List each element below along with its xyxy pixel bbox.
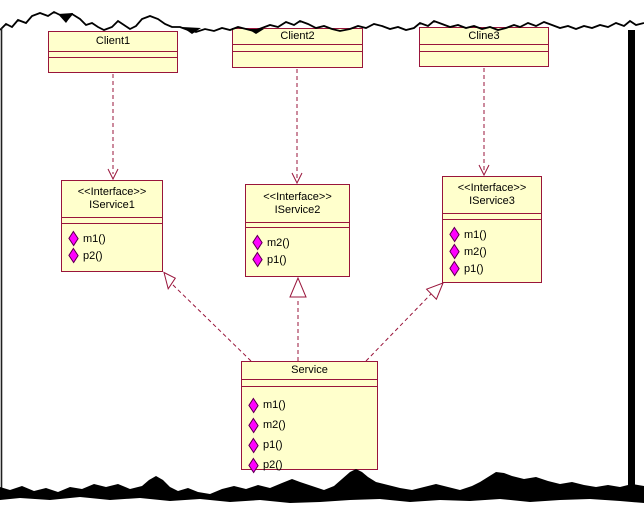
operation-icon	[449, 226, 460, 243]
torn-edge-top-spike	[182, 27, 201, 34]
operation-row: m1()	[242, 395, 377, 415]
class-name-compartment: Client2	[233, 29, 362, 45]
class-name: Cline3	[468, 29, 500, 42]
dependency-arrow-client2-iservice2	[291, 69, 303, 185]
operation-icon	[248, 397, 259, 413]
page-border-right	[628, 30, 635, 488]
class-name-compartment: Service	[242, 362, 377, 380]
operation-label: m2()	[267, 236, 290, 249]
operations-compartment: m1() m2() p1()	[443, 220, 541, 277]
attributes-compartment	[49, 52, 177, 58]
operation-label: p1()	[267, 253, 287, 266]
dependency-arrow-cline3-iservice3	[478, 68, 490, 177]
operation-row: m2()	[246, 234, 349, 251]
interface-iservice1: <<Interface>> IService1 m1() p2()	[61, 180, 163, 272]
operation-icon	[248, 457, 259, 473]
operation-label: m2()	[464, 245, 487, 258]
stereotype-label: <<Interface>>	[457, 182, 527, 194]
operations-compartment: m1() p2()	[62, 224, 162, 264]
attributes-compartment	[443, 214, 541, 220]
operation-label: p2()	[83, 249, 103, 262]
class-name-compartment: <<Interface>> IService2	[246, 185, 349, 223]
operation-icon	[68, 230, 79, 247]
realization-arrow-service-iservice3	[365, 282, 444, 362]
realization-arrow-service-iservice1	[163, 271, 252, 362]
operation-label: p1()	[464, 262, 484, 275]
operations-compartment	[420, 52, 548, 58]
operation-label: m1()	[83, 232, 106, 245]
operation-row: p1()	[246, 251, 349, 268]
operation-label: p1()	[263, 439, 283, 451]
operation-row: m1()	[62, 230, 162, 247]
operation-row: p2()	[242, 455, 377, 475]
attributes-compartment	[62, 218, 162, 224]
attributes-compartment	[246, 223, 349, 228]
operation-icon	[252, 251, 263, 268]
operation-row: p2()	[62, 247, 162, 264]
operation-icon	[248, 417, 259, 433]
operation-label: m1()	[263, 399, 286, 411]
class-cline3: Cline3	[419, 27, 549, 67]
interface-iservice2: <<Interface>> IService2 m2() p1()	[245, 184, 350, 277]
class-name: Client1	[95, 35, 131, 47]
class-name: IService2	[274, 203, 321, 216]
interface-iservice3: <<Interface>> IService3 m1() m2() p1()	[442, 176, 542, 283]
operation-row: m2()	[443, 243, 541, 260]
operation-label: m1()	[464, 228, 487, 241]
class-name: Client2	[280, 30, 315, 42]
class-service: Service m1() m2() p1() p2()	[241, 361, 378, 473]
operations-compartment	[49, 58, 177, 64]
attributes-compartment	[420, 45, 548, 52]
operation-label: p2()	[263, 459, 283, 471]
operations-compartment: m1() m2() p1() p2()	[242, 387, 377, 475]
class-client2: Client2	[232, 28, 363, 68]
class-name-compartment: <<Interface>> IService3	[443, 177, 541, 214]
operation-icon	[248, 437, 259, 453]
operation-icon	[252, 234, 263, 251]
class-name-compartment: Cline3	[420, 28, 548, 45]
stereotype-label: <<Interface>>	[77, 186, 147, 198]
class-name: IService3	[469, 195, 515, 207]
torn-edge-top-spike	[58, 13, 73, 23]
operation-row: p1()	[242, 435, 377, 455]
operation-row: p1()	[443, 260, 541, 277]
operations-compartment: m2() p1()	[246, 228, 349, 268]
attributes-compartment	[233, 45, 362, 52]
class-client1: Client1	[48, 31, 178, 73]
realization-arrow-service-iservice2	[289, 276, 307, 361]
operation-label: m2()	[263, 419, 286, 431]
operation-row: m2()	[242, 415, 377, 435]
operations-compartment	[233, 52, 362, 58]
class-name-compartment: <<Interface>> IService1	[62, 181, 162, 218]
attributes-compartment	[242, 380, 377, 387]
stereotype-label: <<Interface>>	[263, 190, 332, 203]
class-name: IService1	[89, 199, 135, 211]
class-name: Service	[291, 364, 328, 376]
operation-icon	[68, 247, 79, 264]
dependency-arrow-client1-iservice1	[107, 74, 119, 181]
operation-icon	[449, 260, 460, 277]
operation-icon	[449, 243, 460, 260]
class-name-compartment: Client1	[49, 32, 177, 52]
operation-row: m1()	[443, 226, 541, 243]
